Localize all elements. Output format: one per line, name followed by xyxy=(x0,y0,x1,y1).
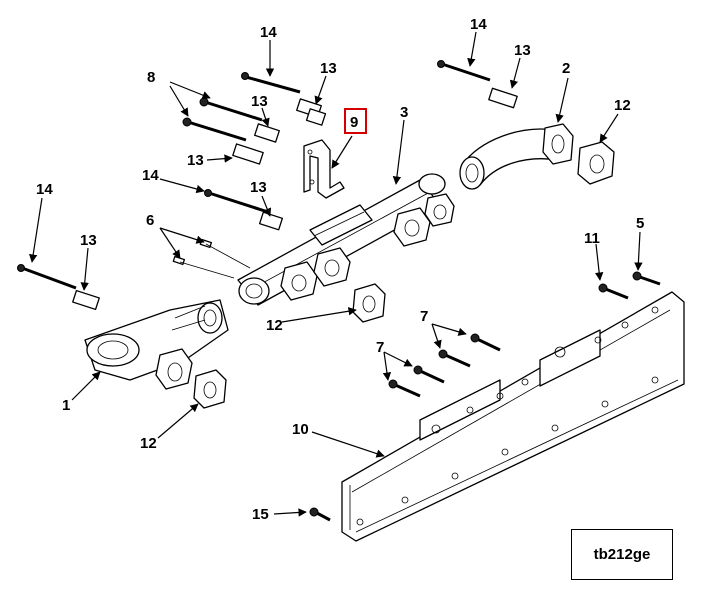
callout-15: 15 xyxy=(252,506,269,523)
callout-13: 13 xyxy=(187,152,204,169)
leader-lines xyxy=(29,31,643,517)
callout-3: 6 xyxy=(146,212,154,229)
callout-14: 14 xyxy=(36,181,53,198)
part-6-center-manifold xyxy=(237,173,455,306)
part-1-manifold-end xyxy=(84,299,229,390)
reference-code: tb212ge xyxy=(593,546,651,563)
callout-9: 9 xyxy=(350,114,358,131)
callout-labels: 14 14 13 13 8 13 2 3 12 13 14 13 14 6 13… xyxy=(36,16,644,523)
callout-1: 1 xyxy=(62,397,70,414)
callout-10: 10 xyxy=(292,421,309,438)
callout-12: 12 xyxy=(614,97,631,114)
callout-13: 13 xyxy=(250,179,267,196)
callout-12: 12 xyxy=(140,435,157,452)
callout-12: 12 xyxy=(266,317,283,334)
callout-14: 14 xyxy=(142,167,159,184)
callout-7: 7 xyxy=(420,308,428,325)
callout-8: 8 xyxy=(147,69,155,86)
callout-7: 7 xyxy=(376,339,384,356)
sleeves xyxy=(72,87,518,311)
callout-13: 13 xyxy=(80,232,97,249)
part-9-small-bracket xyxy=(303,139,345,199)
part-2-elbow-pipe xyxy=(459,123,574,190)
part-10-bracket-plate xyxy=(341,291,685,542)
callout-13: 13 xyxy=(320,60,337,77)
callout-13: 13 xyxy=(251,93,268,110)
callout-6: 3 xyxy=(400,104,408,121)
callout-14: 14 xyxy=(470,16,487,33)
callout-9-highlight-box[interactable] xyxy=(344,108,367,134)
callout-2: 2 xyxy=(562,60,570,77)
bolts xyxy=(17,60,661,522)
callout-13: 13 xyxy=(514,42,531,59)
callout-14: 14 xyxy=(260,24,277,41)
callout-5: 5 xyxy=(636,215,644,232)
callout-11: 11 xyxy=(584,230,600,247)
part-12-gaskets xyxy=(193,141,615,409)
reference-code-box: tb212ge xyxy=(571,529,673,580)
